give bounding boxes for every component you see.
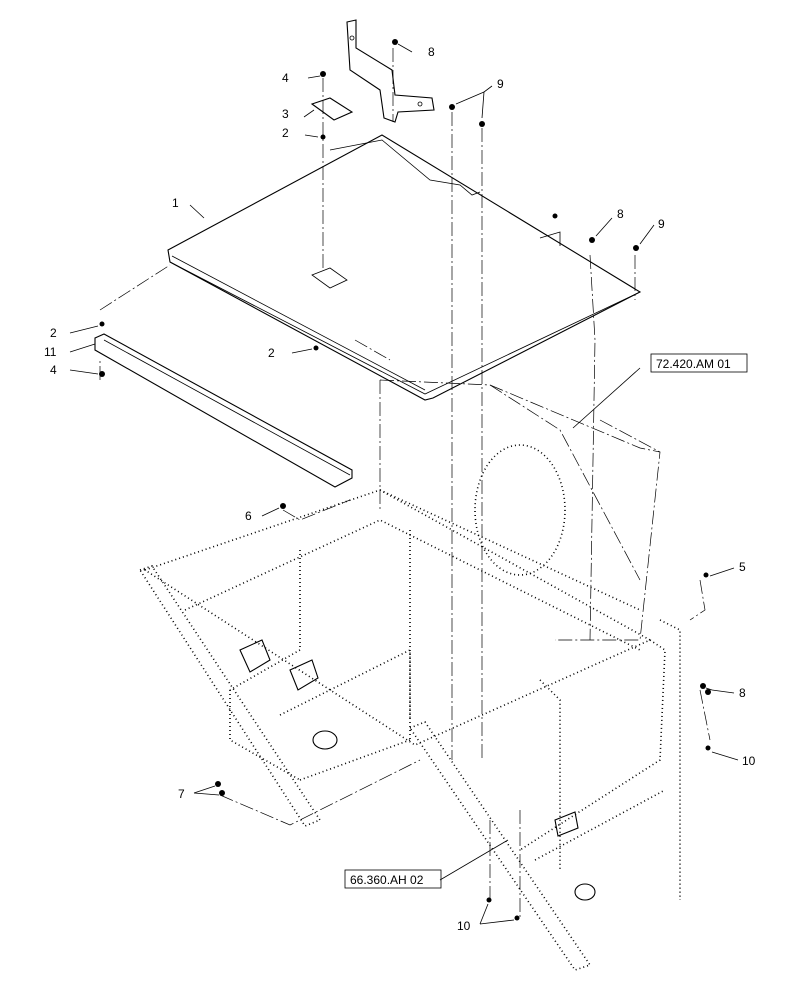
nut-icon <box>99 321 105 327</box>
nut-icon <box>552 213 558 219</box>
callout-7: 7 <box>178 787 185 801</box>
reference-housing <box>379 379 661 641</box>
callout-4: 4 <box>50 363 57 377</box>
callout-2: 2 <box>282 126 289 140</box>
callout-labels: 1 2 3 4 2 4 11 2 5 6 7 8 8 8 9 9 10 10 <box>44 45 756 933</box>
leader-lines <box>69 43 739 925</box>
nut-icon <box>705 745 711 751</box>
callout-5: 5 <box>739 560 746 574</box>
callout-9: 9 <box>497 77 504 91</box>
callout-8: 8 <box>617 207 624 221</box>
bolt-icon <box>280 503 286 509</box>
callout-3: 3 <box>282 107 289 121</box>
callout-2: 2 <box>50 326 57 340</box>
nut-icon <box>313 345 319 351</box>
callout-11: 11 <box>44 345 57 359</box>
callout-8: 8 <box>428 45 435 59</box>
bolt-icon <box>392 39 398 45</box>
reference-box-2[interactable]: 66.360.AH 02 <box>344 869 442 889</box>
cover-plate <box>310 97 354 121</box>
mounting-bracket <box>346 19 435 123</box>
callout-4: 4 <box>282 71 289 85</box>
bolt-icon <box>700 683 706 689</box>
nut-icon <box>486 897 492 903</box>
bolt-icon <box>589 237 595 243</box>
bolt-icon <box>219 790 225 796</box>
rail-strip <box>94 333 353 488</box>
hardware <box>99 39 711 921</box>
screw-icon <box>320 71 326 77</box>
callout-2: 2 <box>268 346 275 360</box>
support-frame <box>143 489 681 901</box>
floor-panel <box>167 134 642 401</box>
right-leg <box>408 721 592 971</box>
left-leg <box>138 565 322 827</box>
reference-box-1[interactable]: 72.420.AM 01 <box>650 353 748 373</box>
reference-label: 66.360.AH 02 <box>350 873 424 887</box>
screw-icon <box>99 371 105 377</box>
bolt-icon <box>449 104 455 110</box>
nut-icon <box>320 134 326 140</box>
bolt-icon <box>705 689 711 695</box>
callout-9: 9 <box>658 217 665 231</box>
bolt-icon <box>633 245 639 251</box>
callout-10: 10 <box>457 919 471 933</box>
callout-6: 6 <box>245 509 252 523</box>
nut-icon <box>703 572 709 578</box>
reference-label: 72.420.AM 01 <box>656 357 731 371</box>
callout-8: 8 <box>739 686 746 700</box>
bolt-icon <box>479 121 485 127</box>
bolt-icon <box>215 781 221 787</box>
assembly-lines <box>99 48 711 920</box>
callout-1: 1 <box>172 196 179 210</box>
callout-10: 10 <box>742 754 756 768</box>
nut-icon <box>514 915 520 921</box>
